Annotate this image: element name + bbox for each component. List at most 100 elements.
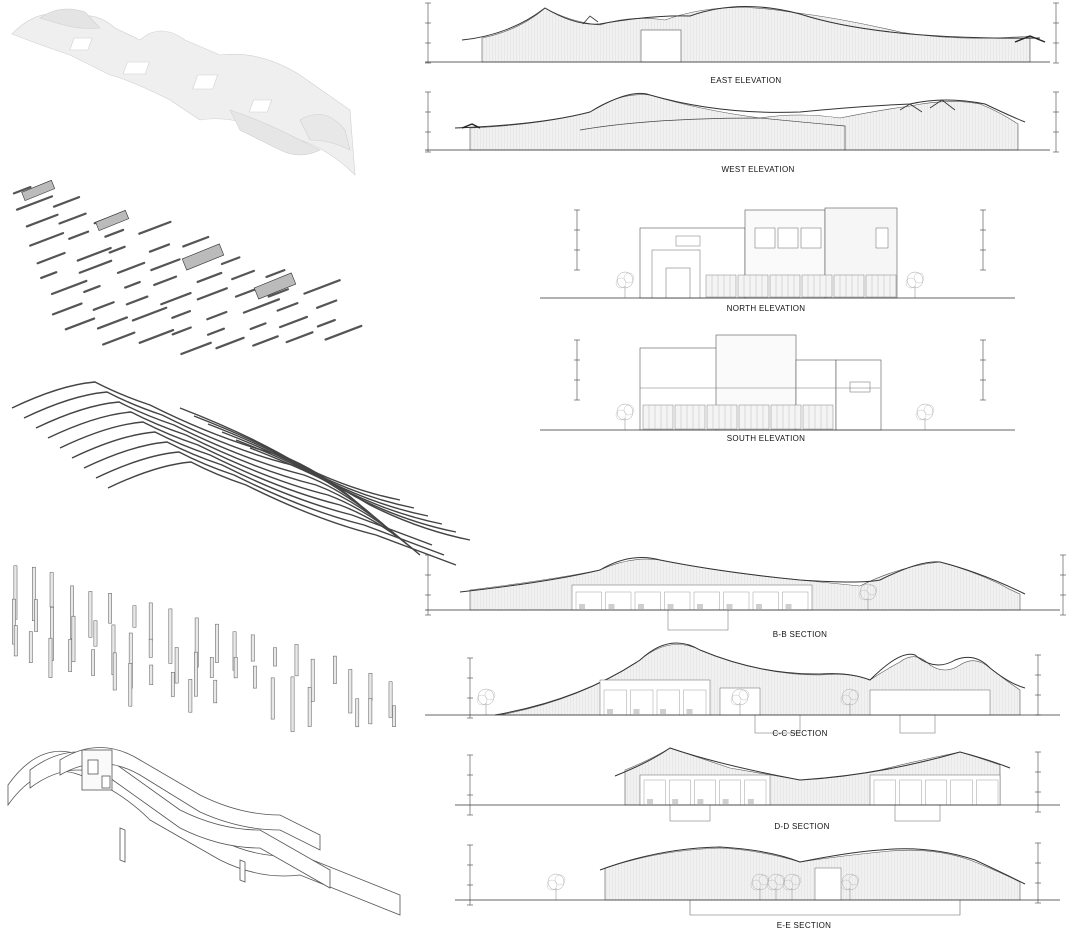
column-post (168, 608, 173, 664)
column-post (93, 620, 98, 647)
north-elevation (540, 207, 1015, 299)
south-elevation (540, 334, 1015, 431)
beam-member (83, 284, 101, 294)
column-post (49, 572, 54, 608)
furniture (722, 799, 729, 804)
beam-member (131, 306, 168, 322)
column-post (388, 681, 393, 718)
beam-member (285, 331, 314, 344)
column-post (28, 631, 33, 663)
furniture (785, 604, 792, 609)
beam-member (102, 331, 136, 346)
facade-bay (802, 404, 834, 430)
curved-rib (23, 391, 373, 516)
axo-roof-layer (11, 8, 356, 176)
column-post (333, 655, 337, 684)
beam-member (76, 246, 112, 262)
furniture (756, 604, 762, 609)
beam-member (196, 287, 228, 301)
east-elevation (424, 2, 1060, 64)
column-post (392, 705, 396, 727)
curved-rib (249, 447, 471, 541)
beam-member (36, 251, 66, 265)
column-post (290, 676, 295, 732)
curved-rib (179, 407, 401, 501)
beam-member (52, 196, 81, 208)
beam-member (278, 315, 309, 329)
column-post (108, 593, 112, 624)
facade-bay (865, 274, 897, 298)
beam-member (265, 269, 286, 279)
beam-member (12, 185, 32, 195)
beam-member (153, 275, 178, 287)
beam-member (316, 318, 336, 328)
beam-member (58, 212, 87, 225)
e-e-section-caption: E-E SECTION (776, 921, 832, 930)
beam-member (215, 336, 245, 350)
facade-bay (705, 274, 737, 298)
column-post (368, 698, 373, 725)
beam-member (40, 271, 58, 280)
column-post (213, 679, 218, 704)
beam-member (29, 232, 65, 247)
facade-bay (674, 404, 706, 430)
facade-bay (706, 404, 738, 430)
column-post (148, 602, 153, 641)
furniture (686, 709, 693, 714)
facade-bay (801, 274, 833, 298)
column-post (270, 677, 275, 720)
north-elevation-caption: NORTH ELEVATION (726, 304, 806, 313)
beam-member (15, 195, 54, 211)
beam-member (252, 335, 279, 347)
column-post (48, 637, 53, 678)
beam-member (138, 220, 172, 235)
column-post (32, 566, 36, 621)
column-post (188, 679, 193, 713)
beam-member (171, 326, 192, 336)
beam-member (231, 269, 255, 281)
beam-member (315, 299, 338, 309)
curved-rib (47, 411, 397, 536)
column-post (68, 639, 72, 672)
beam-member (64, 317, 96, 331)
axo-wall-layer (7, 747, 401, 916)
column-post (348, 669, 353, 714)
column-post (132, 605, 137, 628)
column-post (294, 644, 299, 677)
beam-member (68, 230, 90, 240)
curved-rib (59, 421, 409, 546)
furniture (579, 604, 585, 609)
beam-member (267, 288, 289, 298)
furniture (660, 709, 666, 714)
beam-member (124, 280, 141, 289)
column-post (148, 638, 153, 658)
furniture (607, 709, 613, 714)
beam-member (92, 301, 115, 311)
d-d-section (455, 747, 1060, 822)
e-e-section (455, 842, 1060, 916)
facade-bay (769, 274, 801, 298)
column-post (170, 672, 175, 697)
beam-member (324, 324, 363, 341)
c-c-section-caption: C-C SECTION (772, 729, 828, 738)
column-post (112, 652, 117, 691)
column-post (273, 647, 277, 667)
facade-bay (642, 404, 674, 430)
furniture (697, 799, 704, 804)
furniture (633, 709, 640, 714)
axo-column-layer (12, 565, 396, 732)
beam-member (116, 261, 146, 274)
furniture (726, 604, 733, 609)
column-post (13, 625, 18, 657)
column-post (34, 599, 38, 632)
west-elevation (424, 91, 1060, 153)
curved-rib (83, 441, 433, 546)
beam-member (206, 310, 228, 321)
facade-bay (833, 274, 865, 298)
furniture (697, 604, 703, 609)
d-d-section-caption: D-D SECTION (774, 822, 830, 831)
furniture (747, 799, 754, 804)
column-post (310, 658, 315, 702)
curved-rib (107, 461, 457, 566)
